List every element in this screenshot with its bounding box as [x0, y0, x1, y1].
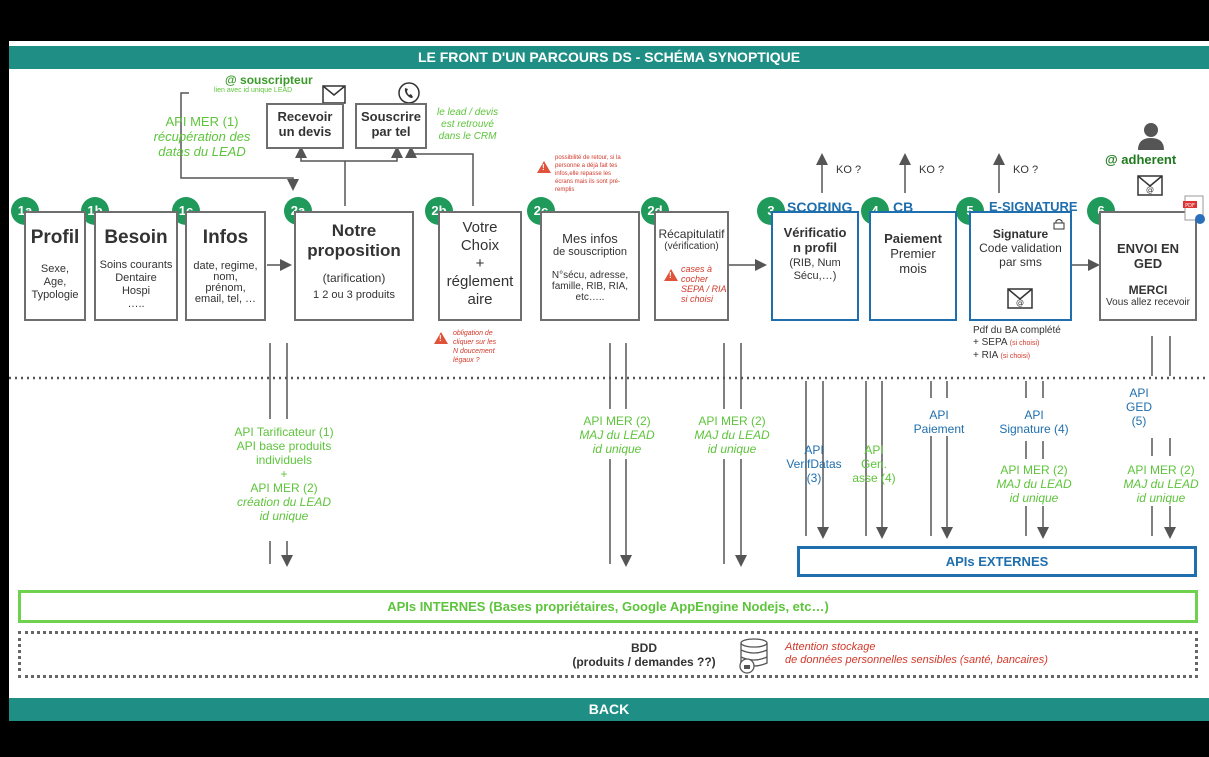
esignature-label: E-SIGNATURE: [989, 199, 1078, 214]
step-box-infos[interactable]: Infos date, regime,nom,prénom,email, tel…: [185, 211, 266, 321]
step-box-profil[interactable]: Profil Sexe,Age,Typologie: [24, 211, 86, 321]
step-box-cb[interactable]: Paiement Premier mois: [869, 211, 957, 321]
lock-icon: [1053, 219, 1065, 230]
phone-icon: [398, 82, 420, 104]
svg-text:@: @: [1016, 298, 1024, 307]
apis-externes-box[interactable]: APIs EXTERNES: [797, 546, 1197, 577]
diagram-canvas: LE FRONT D'UN PARCOURS DS - SCHÉMA SYNOP…: [9, 41, 1209, 721]
user-icon: [1138, 123, 1164, 150]
envelope-icon: [322, 85, 346, 104]
step-box-proposition[interactable]: Notre proposition (tarification) 1 2 ou …: [294, 211, 414, 321]
connector-lines: [9, 92, 1209, 567]
warning-icon: !: [664, 269, 678, 281]
ko-label-cb: KO ?: [919, 164, 945, 176]
warning-icon: !: [434, 332, 448, 344]
pdf-icon: PDF: [1183, 195, 1205, 224]
step-box-recap[interactable]: Récapitulatif (vérification): [654, 211, 729, 321]
footer-band: BACK: [9, 698, 1209, 721]
header-band: LE FRONT D'UN PARCOURS DS - SCHÉMA SYNOP…: [9, 46, 1209, 69]
warning-icon: !: [537, 161, 551, 173]
ko-label-esignature: KO ?: [1013, 164, 1039, 176]
api-mer-1: API MER (1) récupération des datas du LE…: [153, 114, 251, 159]
envelope-icon: @: [1007, 288, 1033, 309]
apis-internes-box[interactable]: APIs INTERNES (Bases propriétaires, Goog…: [18, 590, 1198, 623]
bdd-label: BDD(produits / demandes ??): [572, 641, 716, 669]
step-box-ged[interactable]: ENVOI EN GED MERCI Vous allez recevoir: [1099, 211, 1197, 321]
bdd-box[interactable]: [18, 631, 1198, 678]
database-icon: [739, 638, 768, 674]
souscrire-tel-box[interactable]: Souscrire par tel: [355, 103, 427, 149]
adherent-label: @ adherent: [1105, 152, 1177, 167]
souscripteur-label: @ souscripteur: [225, 73, 313, 87]
svg-text:PDF: PDF: [1185, 203, 1195, 209]
souscripteur-note: lien avec id unique LEAD: [214, 87, 293, 94]
svg-text:@: @: [1146, 185, 1154, 194]
footer-title: BACK: [588, 701, 630, 717]
ko-label-scoring: KO ?: [836, 164, 862, 176]
pdf-ba-note: Pdf du BA complété + SEPA (si choisi) + …: [973, 325, 1061, 361]
header-title: LE FRONT D'UN PARCOURS DS - SCHÉMA SYNOP…: [417, 49, 801, 65]
envelope-icon: @: [1137, 175, 1163, 196]
recevoir-devis-box[interactable]: Recevoir un devis: [266, 103, 344, 149]
step-box-mes-infos[interactable]: Mes infos de souscription N°sécu, adress…: [540, 211, 640, 321]
